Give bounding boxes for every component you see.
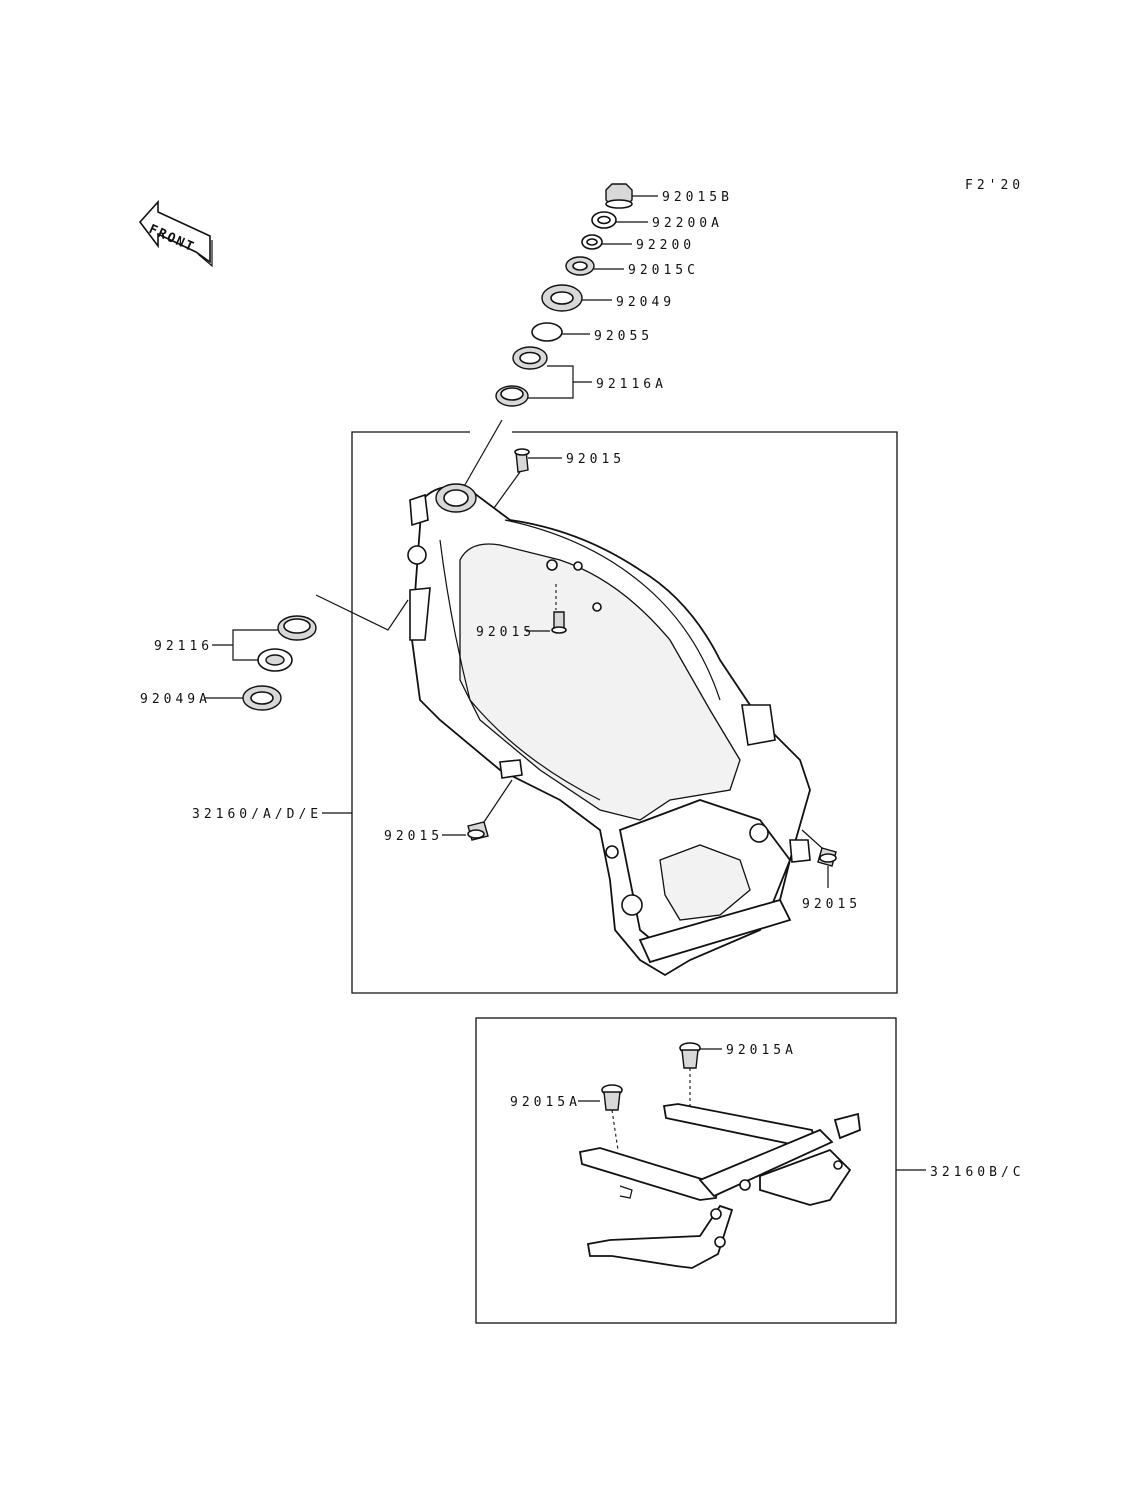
front-arrow-icon: FRONT [138,199,213,268]
upper-bearing-race-part [495,385,529,407]
callout-92049: 92049 [616,295,675,310]
callout-92015-mid: 92015 [476,625,535,640]
collar-a-right-part [679,1042,701,1069]
callout-32160BC: 32160B/C [930,1165,1025,1180]
collar-top-part [514,448,530,473]
callout-92200A: 92200A [652,216,723,231]
collar-a-left-part [601,1084,623,1111]
callout-92015B: 92015B [662,190,733,205]
callout-92015-top: 92015 [566,452,625,467]
figure-code: F2'20 [965,178,1024,193]
lower-bearing-race-part [277,615,317,641]
callout-92015A-left: 92015A [510,1095,581,1110]
collar-right-part [817,847,837,867]
callout-92116A: 92116A [596,377,667,392]
callout-92049A: 92049A [140,692,211,707]
steering-stem-parts: 92015B 92200A 92200 92015C 92049 [461,183,733,491]
stem-locknut-part [565,256,595,276]
washer-small-part [581,234,603,250]
callout-32160ADE: 32160/A/D/E [192,807,322,822]
callout-92015-right: 92015 [802,897,861,912]
lower-dust-seal-part [242,685,282,711]
o-ring-part [531,322,563,342]
collar-left-part [467,821,489,841]
collar-mid-part [551,611,567,634]
callout-92055: 92055 [594,329,653,344]
lower-bearing-part [257,648,293,672]
upper-bearing-part [512,346,548,370]
callout-92200: 92200 [636,238,695,253]
main-frame-part [407,483,811,977]
dust-seal-part [541,284,583,312]
callout-92015C: 92015C [628,263,699,278]
callout-92015-left: 92015 [384,829,443,844]
washer-part [591,211,617,229]
main-frame-box [351,431,898,994]
subframe-part [578,1103,861,1269]
stem-nut-part [605,183,633,209]
callout-92116: 92116 [154,639,213,654]
callout-92015A-right: 92015A [726,1043,797,1058]
